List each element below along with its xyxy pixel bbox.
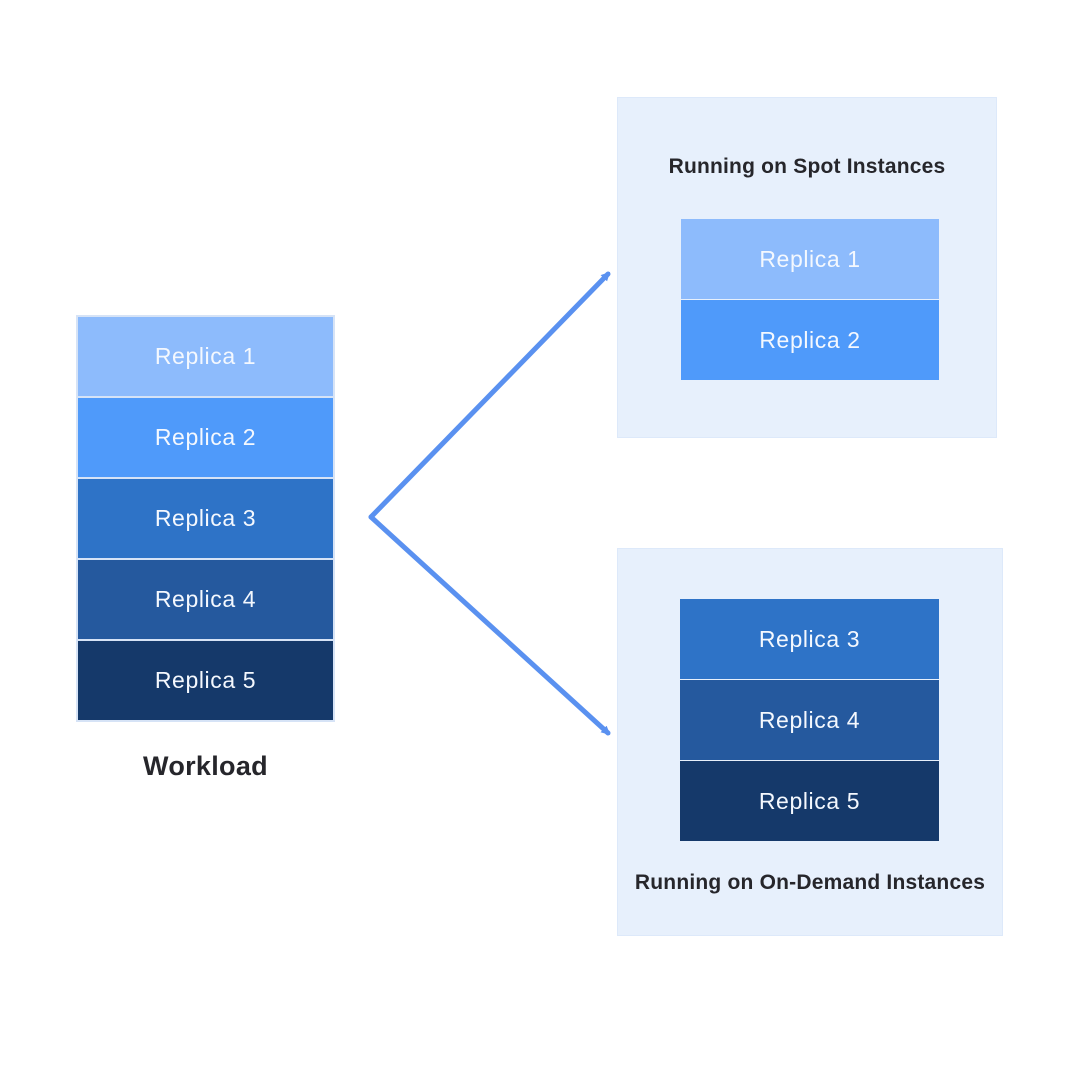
replica-box: Replica 1: [681, 219, 939, 299]
replica-label: Replica 3: [758, 625, 861, 652]
replica-box: Replica 1: [78, 317, 333, 396]
arrow-to-spot: [368, 271, 611, 520]
replica-box: Replica 4: [78, 560, 333, 639]
replica-box: Replica 4: [680, 680, 939, 760]
replica-box: Replica 2: [78, 398, 333, 477]
spot-panel-title: Running on Spot Instances: [668, 155, 946, 178]
workload-label: Workload: [143, 751, 268, 781]
replica-box: Replica 5: [680, 761, 939, 841]
replica-label: Replica 1: [759, 245, 861, 272]
arrow-to-ondemand: [368, 514, 611, 736]
ondemand-stack: Replica 3 Replica 4 Replica 5: [680, 599, 939, 841]
replica-label: Replica 5: [758, 787, 861, 814]
replica-label: Replica 2: [759, 326, 861, 353]
replica-label: Replica 4: [154, 586, 257, 612]
replica-label: Replica 1: [154, 343, 257, 369]
replica-label: Replica 2: [154, 424, 257, 450]
workload-stack: Replica 1 Replica 2 Replica 3 Replica 4 …: [76, 315, 335, 722]
replica-label: Replica 3: [154, 505, 257, 531]
replica-box: Replica 3: [680, 599, 939, 679]
replica-box: Replica 2: [681, 300, 939, 380]
replica-box: Replica 3: [78, 479, 333, 558]
ondemand-panel-title: Running on On-Demand Instances: [634, 871, 986, 894]
spot-stack: Replica 1 Replica 2: [681, 219, 939, 380]
replica-label: Replica 5: [154, 667, 257, 693]
replica-label: Replica 4: [758, 706, 861, 733]
replica-box: Replica 5: [78, 641, 333, 720]
